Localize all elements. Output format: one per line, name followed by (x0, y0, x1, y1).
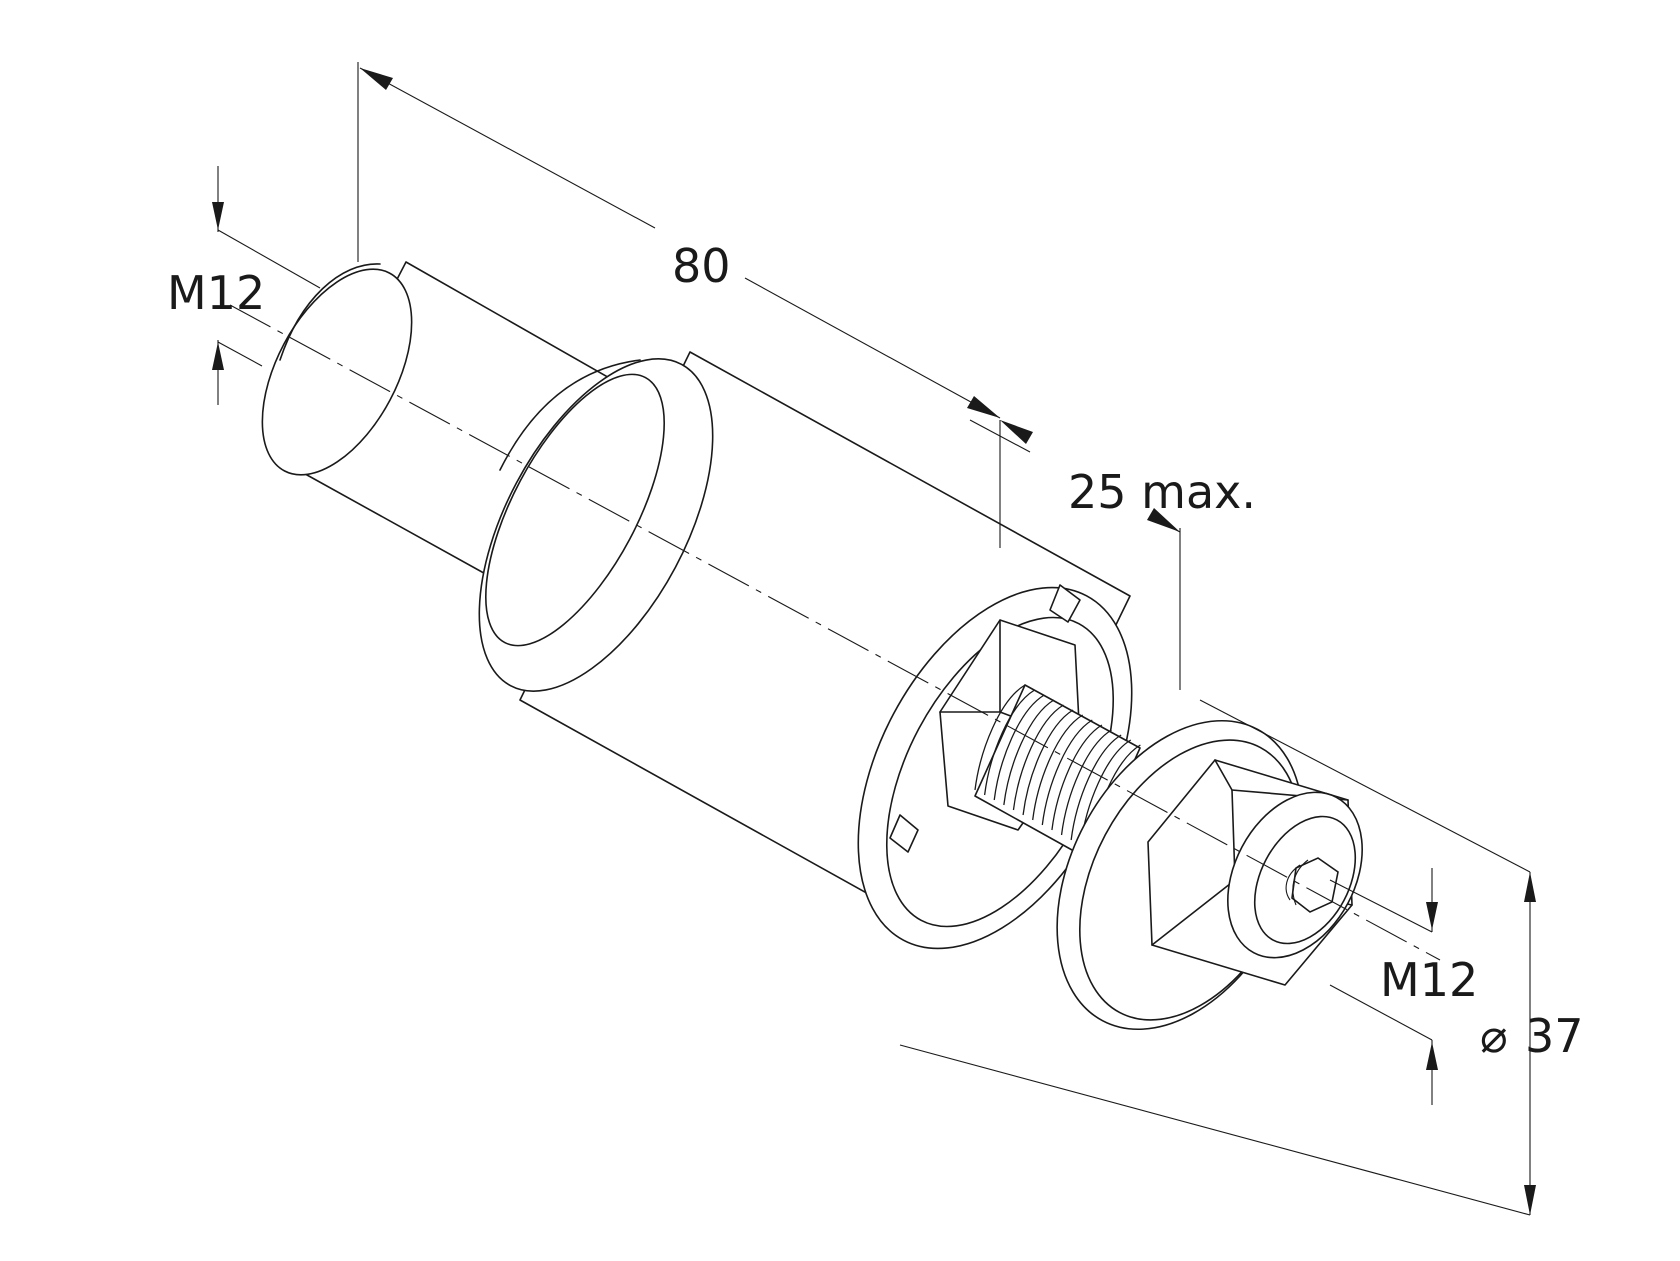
thread-line (1032, 714, 1084, 821)
thread-line (1003, 699, 1055, 806)
dim-label-diameter-37: 37 (1525, 1009, 1584, 1063)
thread-line (983, 689, 1035, 796)
dim-label-m12-right: M12 (1380, 953, 1478, 1007)
thread-line (1041, 719, 1093, 826)
dimension-m12-left (212, 166, 321, 405)
dim-label-25-max: 25 max. (1068, 465, 1256, 519)
thread-line (974, 684, 1026, 791)
dimension-80 (357, 62, 1001, 548)
thread-line (1051, 724, 1103, 831)
thread-line (1060, 729, 1112, 836)
dimension-diameter-37 (899, 699, 1536, 1216)
thread-line (1012, 704, 1064, 811)
dimension-25-max (969, 419, 1181, 690)
center-axis (229, 304, 1441, 961)
diameter-symbol: ⌀ (1480, 1009, 1508, 1063)
dim-label-80: 80 (672, 239, 731, 293)
thread-line (993, 694, 1045, 801)
thread-line (1022, 709, 1074, 816)
dimension-m12-right (1329, 868, 1438, 1105)
thread-line (1070, 734, 1122, 841)
outer-hex-nut (1147, 759, 1363, 986)
dim-label-m12-left: M12 (167, 266, 265, 320)
